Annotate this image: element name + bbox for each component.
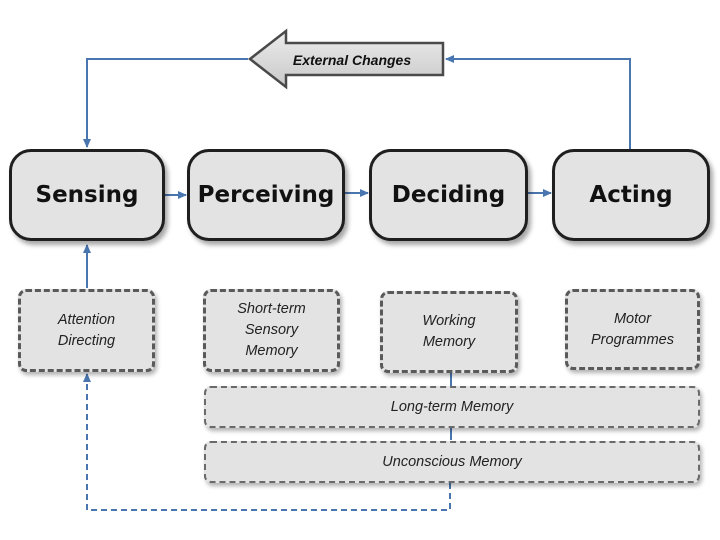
memory-working: Working Memory [380,291,518,373]
stage-acting-label: Acting [589,182,673,208]
long-term-memory-bar: Long-term Memory [204,386,700,428]
feedback-line-right [445,55,631,149]
external-changes-label: External Changes [292,52,412,68]
stage-sensing: Sensing [9,149,165,241]
stage-deciding-label: Deciding [391,182,506,208]
memory-working-label: Working Memory [422,313,476,350]
stage-perceiving-label: Perceiving [197,182,335,208]
unconscious-memory-bar: Unconscious Memory [204,441,700,483]
memory-motor-programmes-label: Motor Programmes [591,310,674,348]
stage-deciding: Deciding [369,149,528,241]
stage-acting: Acting [552,149,710,241]
stage-sensing-label: Sensing [35,182,139,208]
memory-attention-directing: Attention Directing [18,289,155,372]
memory-short-term-sensory-label: Short-term Sensory Memory [237,301,306,359]
feedback-line-left [83,58,248,148]
external-changes-arrow [247,28,445,90]
memory-attention-directing-label: Attention Directing [57,311,116,349]
stage-perceiving: Perceiving [187,149,345,241]
unconscious-memory-label: Unconscious Memory [382,454,522,470]
long-term-memory-label: Long-term Memory [390,399,514,415]
memory-motor-programmes: Motor Programmes [565,289,700,370]
dashed-return-path [83,373,451,511]
memory-short-term-sensory: Short-term Sensory Memory [203,289,340,372]
